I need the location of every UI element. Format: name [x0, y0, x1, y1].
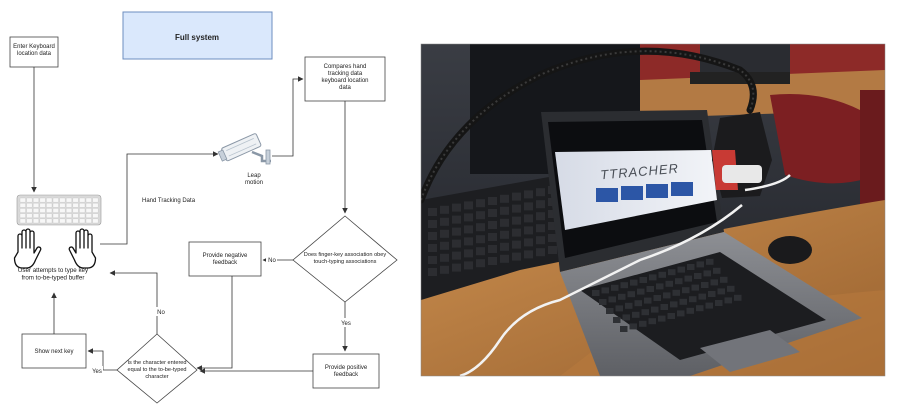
no-label-1: No: [268, 258, 276, 264]
title-box: [122, 11, 273, 60]
show-next-key-label: Show next key: [34, 349, 73, 355]
yes-label-bg-1: [339, 318, 353, 327]
photo-frame: [420, 43, 886, 377]
setup-photo: TTRACHER: [421, 44, 885, 376]
yes-label-2: Yes: [92, 369, 102, 375]
character-decision: [116, 333, 198, 404]
edge-negative-to-decision2: [196, 276, 233, 371]
edge-hands-to-leap: [100, 151, 219, 245]
positive-feedback-box: [312, 353, 380, 389]
left-hand-icon: [13, 228, 42, 269]
screen-title: TTRACHER: [600, 161, 680, 183]
no-label-bg-1: [266, 255, 277, 264]
hand-tracking-data-label: Hand Tracking Data: [142, 198, 196, 204]
compares-box: [304, 56, 386, 102]
keyboard-icon: [16, 194, 102, 226]
right-hand-icon: [68, 228, 97, 269]
negative-feedback-box: [188, 241, 262, 277]
no-label-bg-2: [155, 307, 168, 316]
no-label-2: No: [157, 310, 165, 316]
edge-decision2-no: [109, 270, 158, 334]
leap-motion-camera-icon: [217, 133, 271, 165]
enter-keyboard-box: [9, 36, 59, 68]
show-next-key-box: [21, 333, 87, 369]
yes-label-bg-2: [90, 366, 103, 375]
edge-leap-to-compares: [272, 76, 304, 157]
screen-buttons: [596, 182, 693, 202]
diagram-title: Full system: [175, 33, 219, 42]
edge-decision2-yes: [87, 348, 117, 371]
yes-label-1: Yes: [341, 321, 351, 327]
